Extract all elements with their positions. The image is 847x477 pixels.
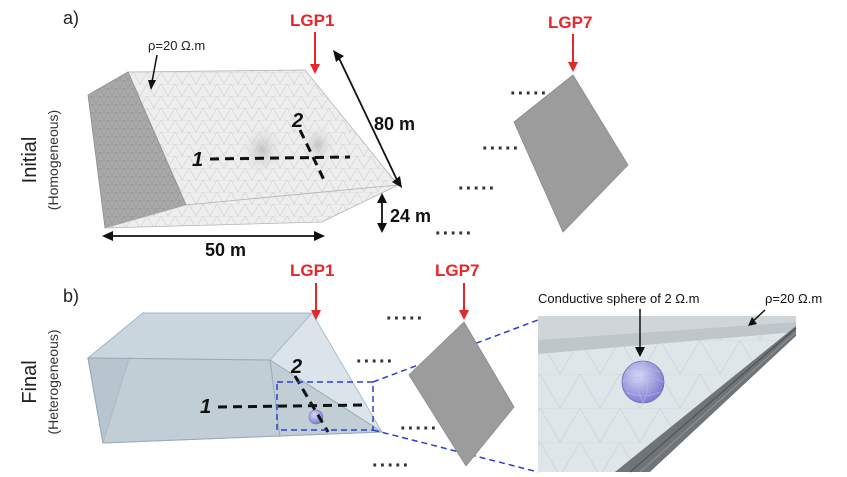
zoom-top-layer <box>538 316 796 340</box>
zoom-inset: Conductive sphere of 2 Ω.m ρ=20 Ω.m <box>538 291 822 473</box>
arrowhead <box>377 223 387 233</box>
sphere-label: Conductive sphere of 2 Ω.m <box>538 291 699 306</box>
survey-line-1 <box>217 403 363 409</box>
ghost-mark <box>240 122 284 178</box>
lgp7-label-b: LGP7 <box>435 261 479 280</box>
line-2-label: 2 <box>290 356 302 378</box>
survey-line-2 <box>293 375 330 433</box>
ghost-mark <box>300 123 336 167</box>
dim-arrow-length <box>337 55 399 183</box>
dim-length-label: 80 m <box>374 114 415 134</box>
het-box-edge <box>87 357 104 444</box>
zoom-outside <box>650 336 796 472</box>
zoom-slope <box>615 326 796 472</box>
zoom-slope-edge <box>629 327 797 473</box>
sphere-grid <box>621 360 665 404</box>
ellipsis: ····· <box>372 455 410 477</box>
zoom-selection-box <box>276 381 374 431</box>
ellipsis: ····· <box>435 223 473 245</box>
dim-width-label: 50 m <box>205 240 246 260</box>
arrowhead <box>333 50 344 62</box>
survey-line-1 <box>209 155 351 161</box>
resistivity-arrow <box>151 54 158 83</box>
zoom-connector-bottom <box>372 429 539 473</box>
row-sublabel-homogeneous: (Homogeneous) <box>45 110 61 210</box>
lgp1-label-a: LGP1 <box>290 11 334 30</box>
zoom-resistivity-label: ρ=20 Ω.m <box>765 291 822 306</box>
het-box-edge <box>269 359 281 438</box>
row-sublabel-heterogeneous: (Heterogeneous) <box>45 329 61 434</box>
panel-a: a) Initial (Homogeneous) ρ=20 Ω.m 1 2 80… <box>19 8 629 260</box>
ellipsis: ····· <box>356 351 394 373</box>
arrowhead <box>314 231 325 241</box>
lgp7-slice-b <box>408 321 515 467</box>
survey-line-2 <box>298 129 327 183</box>
line-1-label: 1 <box>192 149 203 171</box>
panel-a-letter: a) <box>63 8 79 28</box>
arrowhead <box>392 176 402 188</box>
ellipsis: ····· <box>386 308 424 330</box>
conductive-sphere <box>621 360 665 404</box>
arrowhead <box>748 317 757 326</box>
dim-depth-label: 24 m <box>390 206 431 226</box>
resistivity-arrowhead <box>148 80 156 90</box>
lgp7-slice-a <box>513 74 629 233</box>
panel-b-letter: b) <box>63 286 79 306</box>
ellipsis: ····· <box>510 83 548 105</box>
arrowhead <box>311 310 321 320</box>
arrowhead <box>310 64 320 74</box>
arrowhead <box>459 310 469 320</box>
lgp1-label-b: LGP1 <box>290 261 334 280</box>
zoom-layer <box>538 322 796 354</box>
line-2-label: 2 <box>291 110 303 132</box>
arrowhead <box>102 231 113 241</box>
arrowhead <box>377 193 387 203</box>
line-1-label: 1 <box>200 396 211 418</box>
row-label-final: Final <box>19 360 41 403</box>
arrowhead <box>635 347 645 357</box>
zoom-slope-edge <box>639 331 797 473</box>
arrowhead <box>568 62 578 72</box>
zoom-resistivity-arrow <box>751 309 766 323</box>
panel-b: b) Final (Heterogeneous) 1 2 LGP1 ····· … <box>19 261 822 477</box>
ellipsis: ····· <box>458 178 496 200</box>
lgp7-label-a: LGP7 <box>548 13 592 32</box>
ellipsis: ····· <box>400 418 438 440</box>
resistivity-label: ρ=20 Ω.m <box>148 38 205 53</box>
ellipsis: ····· <box>482 138 520 160</box>
row-label-initial: Initial <box>19 137 41 184</box>
